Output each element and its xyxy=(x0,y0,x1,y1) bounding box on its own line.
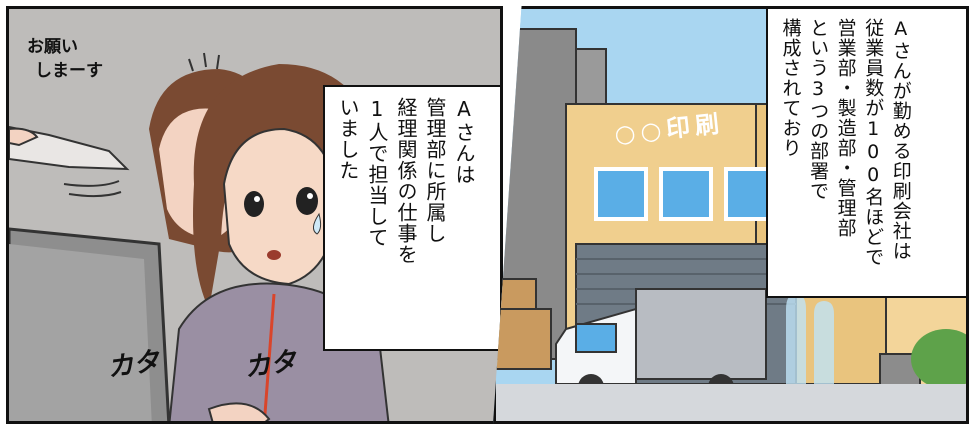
office-panel: お願い しまーす カタ カタ Aさんは 管理部に所属し 経理関係の仕事を 1人で… xyxy=(6,6,503,424)
caption-text-left: Aさんは 管理部に所属し 経理関係の仕事を 1人で担当して いました xyxy=(336,97,476,265)
handwritten-note-line1: お願い xyxy=(27,37,78,57)
handwritten-note: お願い しまーす xyxy=(27,35,103,83)
building-panel: ○○印刷 Aさんが勤める印刷会社は 従業員数が100名ほどで 営業部・製造部・管… xyxy=(493,6,969,424)
caption-text-right: Aさんが勤める印刷会社は 従業員数が100名ほどで 営業部・製造部・管理部 とい… xyxy=(779,18,912,267)
caption-box-right: Aさんが勤める印刷会社は 従業員数が100名ほどで 営業部・製造部・管理部 とい… xyxy=(766,9,966,298)
caption-box-left: Aさんは 管理部に所属し 経理関係の仕事を 1人で担当して いました xyxy=(323,85,500,351)
handwritten-note-line2: しまーす xyxy=(35,61,103,81)
typing-sfx-right: カタ xyxy=(242,346,299,384)
typing-sfx-left: カタ xyxy=(105,346,162,384)
